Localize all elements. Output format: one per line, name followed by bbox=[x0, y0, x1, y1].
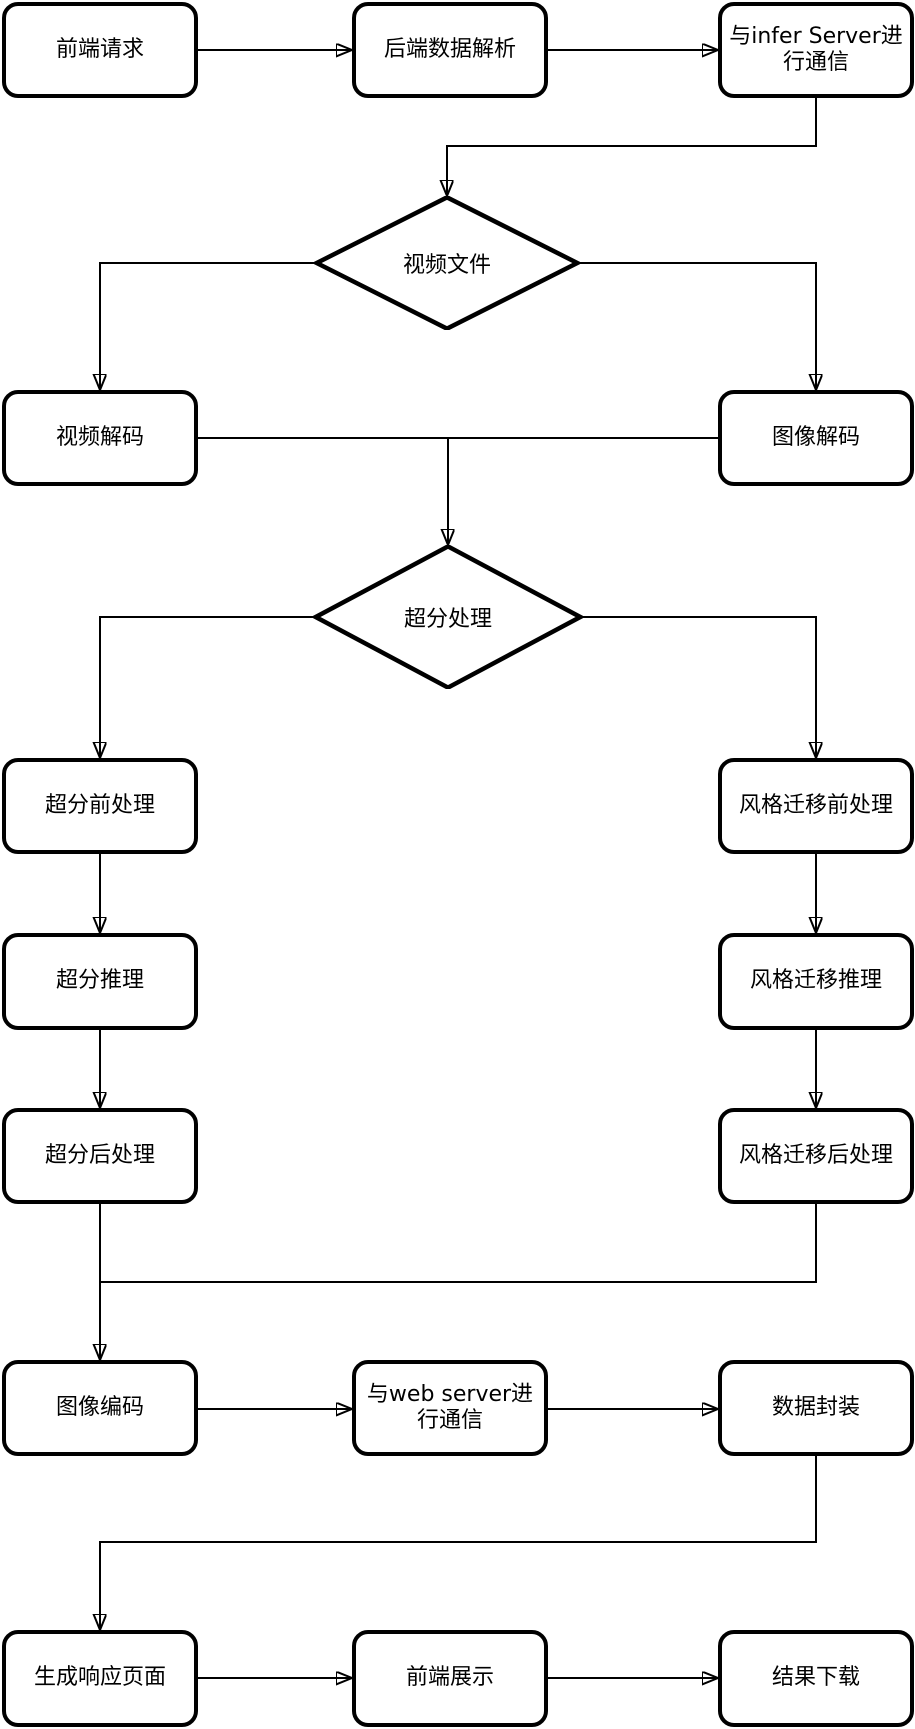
node-sr-preprocess: 超分前处理 bbox=[2, 758, 198, 854]
node-label: 视频解码 bbox=[55, 424, 144, 450]
node-label: 风格迁移推理 bbox=[749, 968, 882, 994]
node-label: 风格迁移后处理 bbox=[738, 1142, 893, 1168]
node-label: 前端请求 bbox=[55, 36, 144, 62]
node-label: 与web server进行通信 bbox=[366, 1381, 534, 1433]
node-frontend-display: 前端展示 bbox=[352, 1630, 548, 1727]
node-label: 数据封装 bbox=[771, 1394, 860, 1420]
node-image-encode: 图像编码 bbox=[2, 1360, 198, 1456]
node-style-transfer-preprocess: 风格迁移前处理 bbox=[718, 758, 914, 854]
node-result-download: 结果下载 bbox=[718, 1630, 914, 1727]
node-generate-response-page: 生成响应页面 bbox=[2, 1630, 198, 1727]
node-label: 后端数据解析 bbox=[383, 36, 516, 62]
node-sr-inference: 超分推理 bbox=[2, 933, 198, 1030]
node-label: 超分后处理 bbox=[44, 1142, 155, 1168]
node-style-transfer-inference: 风格迁移推理 bbox=[718, 933, 914, 1030]
diamond-shape-icon bbox=[313, 545, 583, 689]
decision-video-file: 视频文件 bbox=[314, 196, 580, 330]
node-infer-server-comm: 与infer Server进行通信 bbox=[718, 2, 914, 98]
node-backend-data-parse: 后端数据解析 bbox=[352, 2, 548, 98]
node-label: 超分前处理 bbox=[44, 792, 155, 818]
node-frontend-request: 前端请求 bbox=[2, 2, 198, 98]
node-video-decode: 视频解码 bbox=[2, 390, 198, 486]
node-web-server-comm: 与web server进行通信 bbox=[352, 1360, 548, 1456]
node-image-decode: 图像解码 bbox=[718, 390, 914, 486]
diamond-shape-icon bbox=[314, 196, 580, 330]
node-style-transfer-postprocess: 风格迁移后处理 bbox=[718, 1108, 914, 1204]
node-label: 风格迁移前处理 bbox=[738, 792, 893, 818]
node-label: 与infer Server进行通信 bbox=[729, 23, 903, 75]
node-label: 超分处理 bbox=[403, 607, 492, 632]
node-label: 生成响应页面 bbox=[33, 1665, 166, 1691]
node-label: 前端展示 bbox=[405, 1665, 494, 1691]
node-label: 视频文件 bbox=[402, 253, 491, 278]
node-label: 超分推理 bbox=[55, 968, 144, 994]
node-label: 图像解码 bbox=[771, 424, 860, 450]
node-label: 图像编码 bbox=[55, 1394, 144, 1420]
node-data-package: 数据封装 bbox=[718, 1360, 914, 1456]
decision-super-resolution: 超分处理 bbox=[313, 545, 583, 689]
node-label: 结果下载 bbox=[771, 1665, 860, 1691]
node-sr-postprocess: 超分后处理 bbox=[2, 1108, 198, 1204]
